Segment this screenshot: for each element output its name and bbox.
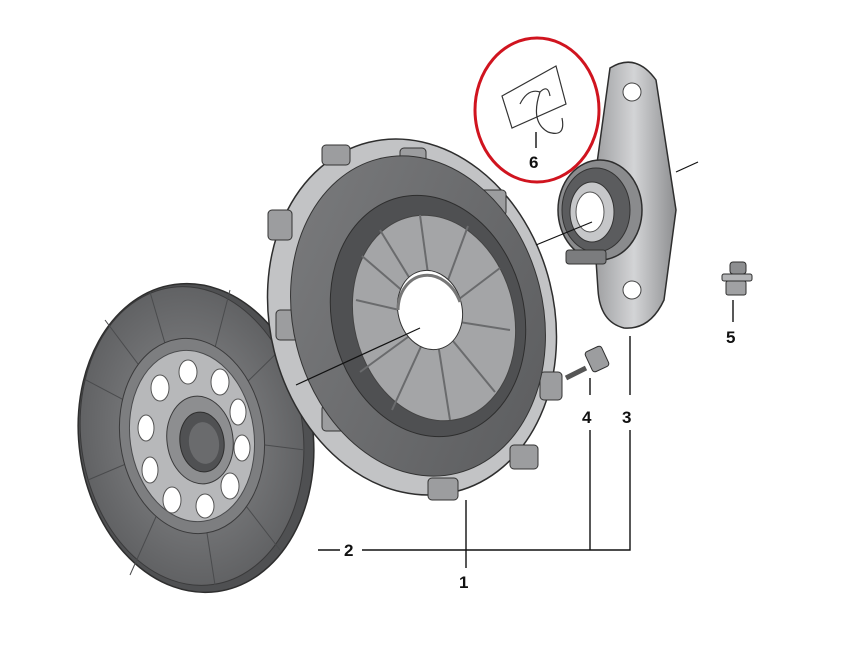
spring-clip-6 (501, 65, 567, 134)
release-bearing-bracket (557, 61, 677, 329)
clutch-disc (77, 282, 315, 594)
axis-lines (295, 161, 699, 386)
bolt-4 (564, 345, 610, 381)
screw-5 (721, 261, 753, 296)
callout-3: 3 (622, 408, 631, 427)
callout-5: 5 (726, 328, 735, 347)
callout-6: 6 (529, 153, 538, 172)
leader-lines (318, 132, 734, 568)
callout-1: 1 (459, 573, 468, 592)
callout-2: 2 (344, 541, 353, 560)
callout-4: 4 (582, 408, 592, 427)
highlight-circle (473, 36, 601, 184)
pressure-plate (266, 138, 563, 501)
